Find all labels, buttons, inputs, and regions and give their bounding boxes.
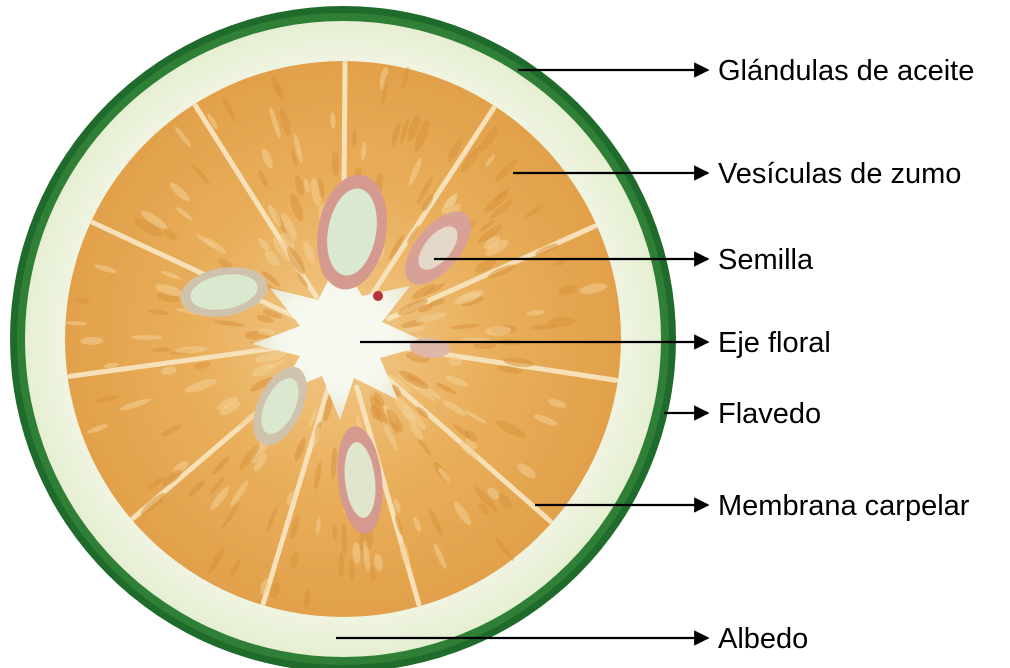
label-carpel-membrane: Membrana carpelar [718,490,970,522]
label-juice-vesicles: Vesículas de zumo [718,158,961,190]
label-seed: Semilla [718,244,814,276]
floral-axis-center [300,300,380,380]
labels: Glándulas de aceite Vesículas de zumo Se… [718,55,974,655]
citrus-fruit-image [10,6,676,668]
seed-spot [373,291,383,301]
label-albedo: Albedo [718,623,808,655]
label-oil-glands: Glándulas de aceite [718,55,974,87]
label-floral-axis: Eje floral [718,327,831,359]
label-flavedo: Flavedo [718,398,821,430]
